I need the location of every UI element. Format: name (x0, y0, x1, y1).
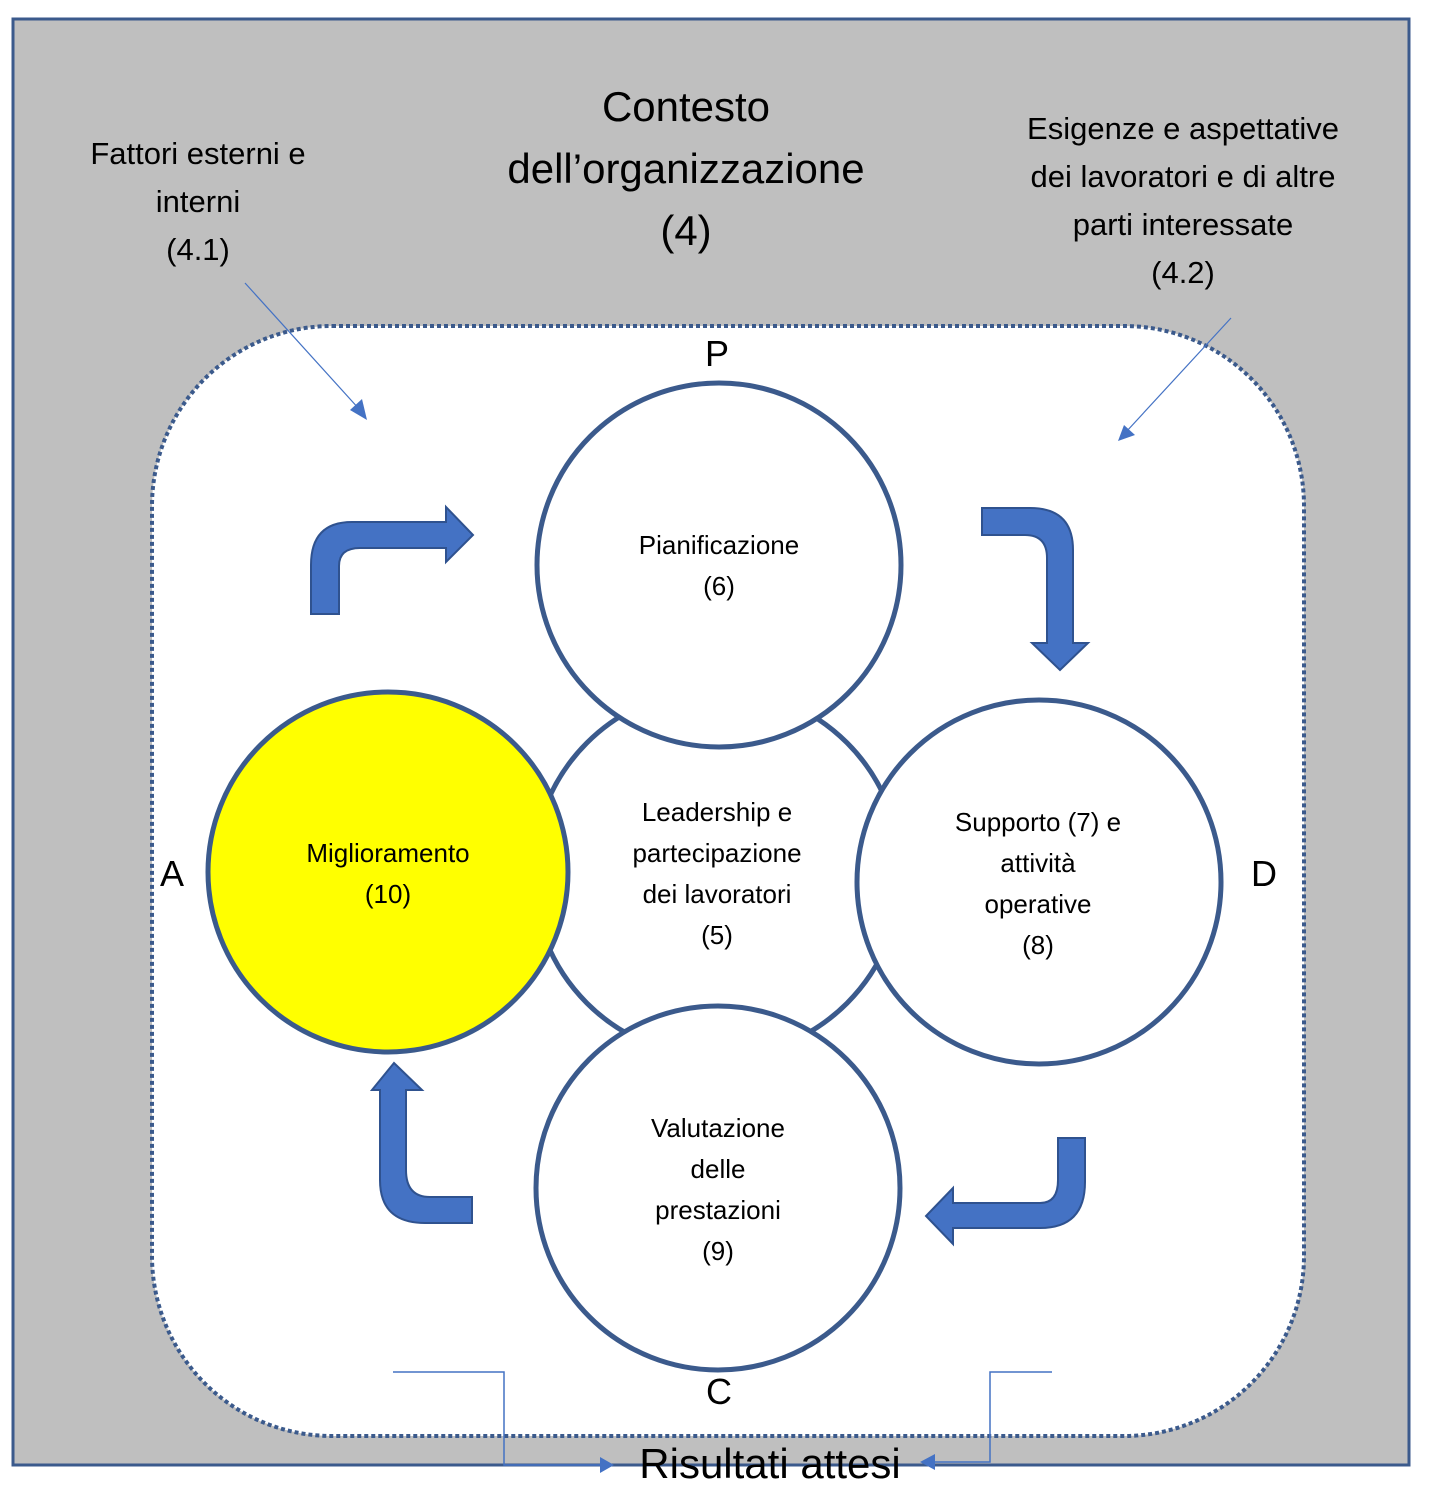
bent-arrow-left-icon (924, 1137, 1086, 1247)
evaluation-label: Valutazione delle prestazioni (9) (651, 1113, 785, 1266)
circle-support (854, 697, 1224, 1067)
bent-arrow-right-icon (310, 504, 475, 615)
planning-label: Pianificazione (6) (638, 530, 800, 601)
leadership-label: Leadership e partecipazione dei lavorato… (632, 797, 802, 950)
phase-do-label: D (1251, 853, 1277, 894)
support-label: Supporto (7) e attività operative (8) (954, 807, 1122, 960)
diagram-title: Contesto dell’organizzazione (4) (507, 83, 865, 254)
phase-act-label: A (159, 853, 184, 894)
circle-evaluation (533, 1003, 903, 1373)
pointer-arrow-external (244, 282, 367, 420)
pointer-arrow-stakeholders (1118, 317, 1232, 441)
stakeholder-needs-label: Esigenze e aspettative dei lavoratori e … (1027, 111, 1339, 290)
circle-planning (534, 380, 904, 750)
improvement-label: Miglioramento (10) (306, 838, 470, 909)
phase-check-label: C (706, 1371, 732, 1412)
phase-plan-label: P (704, 333, 729, 374)
outcome-connector-left (393, 1371, 614, 1473)
external-factors-label: Fattori esterni e interni (4.1) (90, 136, 306, 267)
bent-arrow-up-icon (369, 1061, 473, 1224)
outcome-connector-right (920, 1371, 1052, 1470)
bent-arrow-down-icon (981, 507, 1091, 672)
expected-results-label: Risultati attesi (639, 1440, 901, 1487)
circle-improvement (205, 689, 571, 1055)
